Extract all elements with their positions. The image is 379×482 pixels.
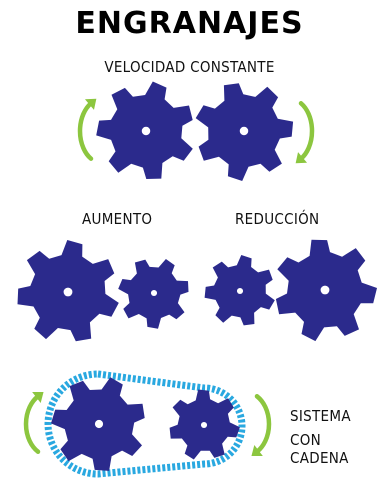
label-chain-system-line2: CON CADENA [290,431,349,467]
gear-increase-small [118,259,189,329]
gear-reduction-small [204,255,275,326]
arrowhead-icon [295,152,308,164]
arrow-group [23,98,315,457]
rotation-arrow-icon [23,394,41,454]
arrow-chain-left [23,391,44,454]
arrowhead-icon [32,391,44,404]
arrow-constant-right [295,101,315,164]
rotation-arrow-icon [254,394,272,454]
label-constant-speed: VELOCIDAD CONSTANTE [104,58,275,76]
gear-constant-left [96,81,193,179]
gear-chain-large [51,377,145,471]
gear-axle-hole [141,126,151,136]
gear-axle-hole [94,419,104,429]
arrowhead-icon [84,98,97,110]
gear-axle-hole [63,287,73,297]
gear-axle-hole [320,285,330,295]
gear-axle-hole [200,421,208,429]
chain-loop-group [44,370,246,478]
gear-group [17,81,377,471]
gear-reduction-large [275,239,377,342]
chain-icon [44,370,246,478]
label-chain-system-line1: SISTEMA [290,407,351,425]
page-title: ENGRANAJES [75,6,304,41]
gear-increase-large [17,240,119,342]
gear-constant-right [195,83,294,181]
label-increase: AUMENTO [82,210,153,228]
arrow-chain-right [251,394,272,457]
gear-axle-hole [239,126,249,136]
arrow-constant-left [77,98,97,161]
arrowhead-icon [251,444,263,457]
gear-chain-small [169,389,240,460]
gear-axle-hole [150,289,158,297]
gear-axle-hole [236,287,244,295]
label-reduction: REDUCCIÓN [235,210,320,228]
rotation-arrow-icon [77,101,94,161]
rotation-arrow-icon [298,101,315,161]
